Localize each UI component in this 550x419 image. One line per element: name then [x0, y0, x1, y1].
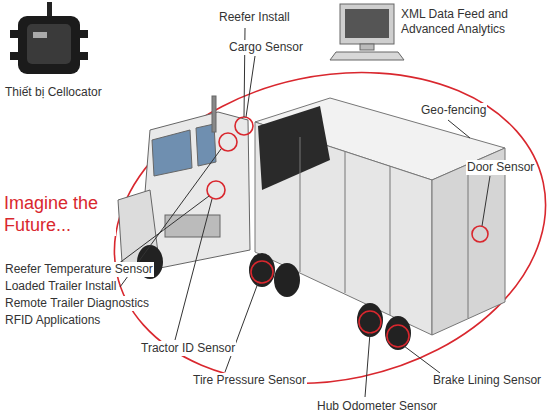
callout-label: XML Data Feed and Advanced Analytics — [400, 7, 534, 37]
tractor — [118, 96, 250, 268]
device-icon — [10, 2, 88, 74]
callout-label: Door Sensor — [466, 160, 535, 175]
callout-label: Tire Pressure Sensor — [192, 373, 307, 388]
callout-label: Brake Lining Sensor — [432, 373, 542, 388]
callout-label: Reefer Install — [218, 10, 291, 25]
trailer — [255, 98, 505, 335]
callout-label: Remote Trailer Diagnostics — [4, 296, 150, 311]
computer-icon — [330, 4, 404, 60]
callout-label: Loaded Trailer Install — [4, 279, 117, 294]
callout-label: Hub Odometer Sensor — [316, 399, 438, 414]
callout-label: Reefer Temperature Sensor — [4, 262, 154, 277]
leader-lines — [110, 28, 490, 397]
callout-label: Thiết bị Cellocator — [4, 85, 103, 100]
callout-label: RFID Applications — [4, 313, 101, 328]
callout-label: Tractor ID Sensor — [140, 341, 236, 356]
callout-label: Geo-fencing — [420, 103, 487, 118]
callout-label: Cargo Sensor — [228, 40, 304, 55]
sensor-marks — [207, 117, 488, 347]
title: Imagine the Future... — [4, 192, 116, 236]
geo-fence-ellipse — [85, 34, 550, 419]
